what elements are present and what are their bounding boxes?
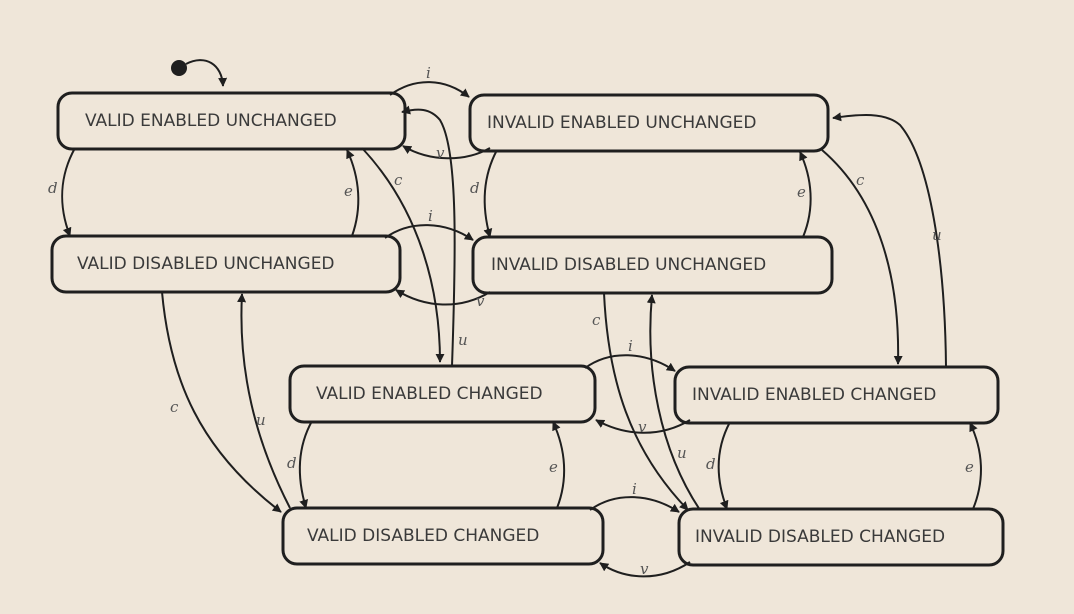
- state-label: VALID DISABLED CHANGED: [307, 526, 539, 546]
- state-valid-disabled-changed: VALID DISABLED CHANGED: [281, 506, 605, 566]
- state-invalid-disabled-unchanged: INVALID DISABLED UNCHANGED: [471, 235, 834, 295]
- edge-label-u: u: [932, 226, 942, 244]
- edge-d-iec-idc: [717, 421, 731, 510]
- edge-i-row1: [389, 81, 470, 98]
- state-invalid-enabled-changed: INVALID ENABLED CHANGED: [673, 365, 1000, 425]
- state-label: VALID ENABLED UNCHANGED: [85, 111, 337, 131]
- edge-label-i: i: [632, 480, 637, 498]
- edge-c-ieu-iec: [821, 149, 903, 365]
- edge-label-v: v: [638, 418, 647, 436]
- edge-label-d: d: [287, 454, 297, 472]
- edge-label-i: i: [628, 337, 633, 355]
- edge-label-d: d: [470, 179, 480, 197]
- edge-d-ieu-idu: [483, 149, 498, 238]
- edge-u-vec-veu: [401, 105, 456, 367]
- state-label: INVALID DISABLED CHANGED: [695, 527, 945, 547]
- edge-c-idu-idc: [603, 292, 689, 511]
- state-invalid-disabled-changed: INVALID DISABLED CHANGED: [677, 507, 1005, 567]
- edge-u-vdc-vdu: [237, 293, 291, 509]
- edge-c-veu-vec: [361, 147, 445, 363]
- edge-label-v: v: [476, 292, 485, 310]
- edge-label-d: d: [706, 455, 716, 473]
- edge-label-u: u: [256, 411, 266, 429]
- initial-transition: [185, 59, 228, 87]
- edge-i-row3: [584, 354, 676, 372]
- edge-label-d: d: [48, 179, 58, 197]
- edge-v-row4: [599, 561, 691, 578]
- edge-d-veu-vdu: [61, 147, 76, 237]
- edge-label-u: u: [677, 444, 687, 462]
- state-valid-enabled-changed: VALID ENABLED CHANGED: [288, 364, 597, 424]
- edge-v-row2: [395, 289, 491, 306]
- initial-state-dot: [171, 60, 187, 76]
- state-label: VALID ENABLED CHANGED: [316, 384, 543, 404]
- state-label: INVALID ENABLED UNCHANGED: [487, 113, 757, 133]
- state-valid-disabled-unchanged: VALID DISABLED UNCHANGED: [50, 234, 402, 294]
- edge-c-vdu-vdc: [161, 291, 282, 513]
- edge-label-c: c: [856, 171, 865, 189]
- edge-label-i: i: [426, 64, 431, 82]
- state-label: INVALID ENABLED CHANGED: [692, 385, 936, 405]
- edge-v-row3: [595, 419, 691, 434]
- state-invalid-enabled-unchanged: INVALID ENABLED UNCHANGED: [468, 93, 830, 153]
- state-label: INVALID DISABLED UNCHANGED: [491, 255, 766, 275]
- state-label: VALID DISABLED UNCHANGED: [77, 254, 335, 274]
- edge-e-idu-ieu: [799, 151, 812, 238]
- edge-label-e: e: [549, 458, 558, 476]
- edge-label-e: e: [344, 182, 353, 200]
- state-valid-enabled-unchanged: VALID ENABLED UNCHANGED: [56, 91, 407, 151]
- edge-i-row4: [589, 496, 680, 513]
- edge-e-idc-iec: [969, 422, 982, 510]
- edge-label-e: e: [965, 458, 974, 476]
- edge-u-iec-ieu: [832, 112, 947, 368]
- edge-label-u: u: [458, 331, 468, 349]
- edge-label-c: c: [170, 398, 179, 416]
- edge-label-v: v: [640, 560, 649, 578]
- edge-label-e: e: [797, 183, 806, 201]
- edge-v-row1: [402, 145, 491, 160]
- edge-label-c: c: [394, 171, 403, 189]
- edge-u-idc-idu: [646, 294, 701, 511]
- edge-i-row2: [384, 224, 474, 241]
- edge-label-i: i: [428, 207, 433, 225]
- edge-d-vec-vdc: [298, 420, 313, 509]
- edge-label-v: v: [436, 144, 445, 162]
- edge-e-vdu-veu: [346, 149, 360, 237]
- edge-label-c: c: [592, 311, 601, 329]
- edge-e-vdc-vec: [552, 421, 566, 509]
